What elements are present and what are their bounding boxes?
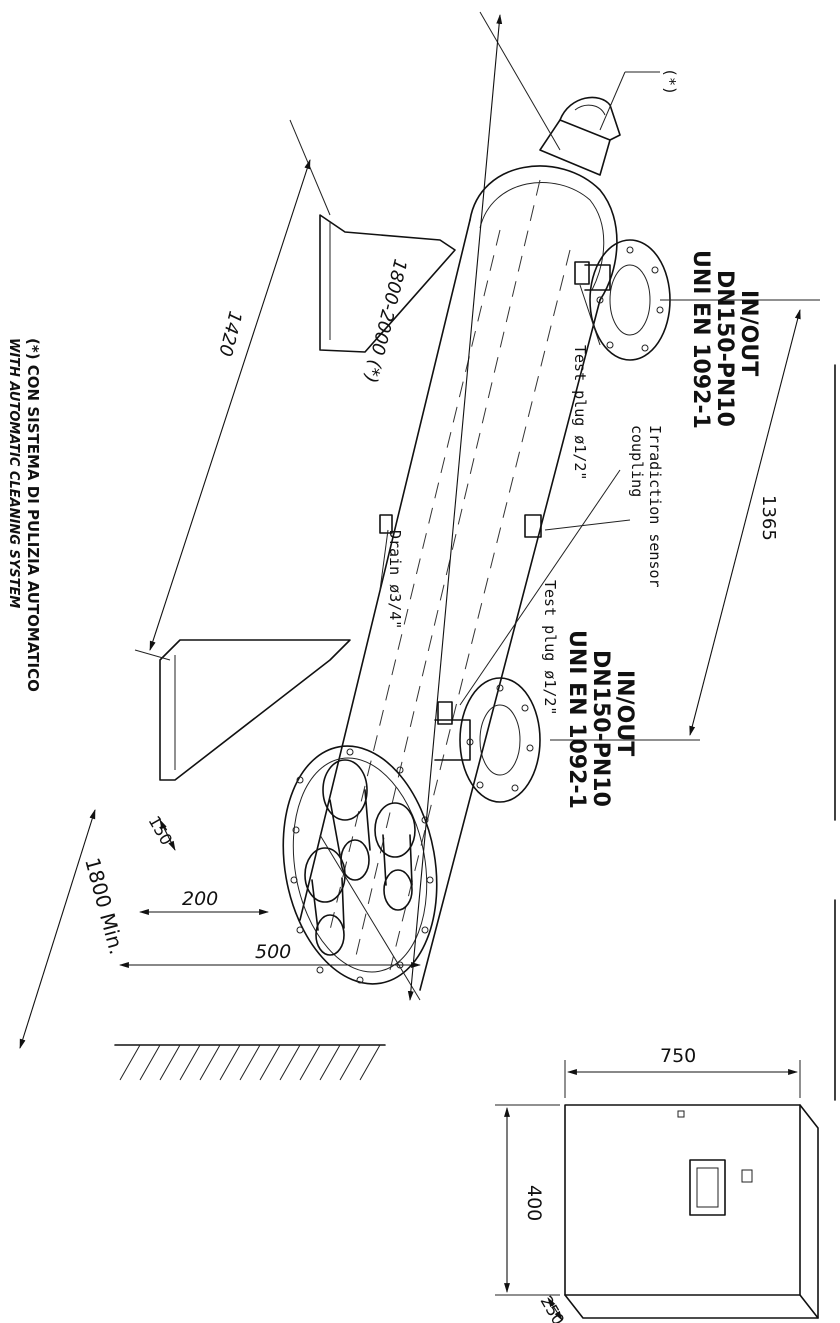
dimension-panel-height-label: 400 xyxy=(523,1185,545,1221)
dimension-length-main xyxy=(319,11,561,1001)
asterisk-tag: (*) xyxy=(661,68,679,95)
dimension-length-flanges xyxy=(550,299,820,741)
svg-text:UNI EN 1092-1: UNI EN 1092-1 xyxy=(564,630,589,809)
leader-lines xyxy=(379,71,660,706)
uv-reactor-body xyxy=(299,165,618,991)
test-plug-top-label: Test plug ø1/2" xyxy=(571,345,589,480)
test-plug-top xyxy=(574,261,590,285)
dimension-200-label: 200 xyxy=(182,888,218,910)
drain-label: Drain ø3/4" xyxy=(386,530,404,629)
support-bottom xyxy=(159,639,351,781)
dimension-panel-depth-label: 250 xyxy=(537,1293,569,1323)
dimension-height-min xyxy=(19,809,96,1049)
dimension-500-label: 500 xyxy=(255,941,291,963)
dimension-panel-width-label: 750 xyxy=(660,1045,696,1067)
inlet-top-label: IN/OUT DN150-PN10 UNI EN 1092-1 xyxy=(688,250,761,429)
floor-hatch xyxy=(114,1044,386,1081)
dimension-height-min-label: 1800 Min. xyxy=(80,855,129,957)
dimension-length-main-label: 1800-2000 (*) xyxy=(359,257,410,385)
sensor-coupling xyxy=(524,514,542,538)
flange-bottom xyxy=(434,677,541,803)
svg-text:WITH AUTOMATIC CLEANING SYSTEM: WITH AUTOMATIC CLEANING SYSTEM xyxy=(6,338,21,608)
inlet-bottom-label: IN/OUT DN150-PN10 UNI EN 1092-1 xyxy=(564,630,637,809)
dimension-panel-width xyxy=(564,1060,801,1098)
irradiation-label: Irradiction sensor coupling xyxy=(628,425,664,588)
svg-text:UNI EN 1092-1: UNI EN 1092-1 xyxy=(688,250,713,429)
flange-top xyxy=(584,239,671,361)
test-plug-bottom-label: Test plug ø1/2" xyxy=(541,580,559,715)
svg-text:DN150-PN10: DN150-PN10 xyxy=(588,650,613,807)
dimension-length-support xyxy=(134,119,331,661)
svg-text:coupling: coupling xyxy=(628,425,646,497)
end-plate xyxy=(282,745,438,985)
dimension-length-support-label: 1420 xyxy=(214,309,245,359)
dimension-length-flanges-label: 1365 xyxy=(758,495,779,541)
drain-fitting xyxy=(379,514,393,534)
svg-text:Irradiction sensor: Irradiction sensor xyxy=(646,425,664,588)
lamp-sleeve xyxy=(304,847,346,956)
svg-text:(*) CON SISTEMA DI PULIZIA AUT: (*) CON SISTEMA DI PULIZIA AUTOMATICO xyxy=(24,338,42,692)
dimension-panel-depth xyxy=(547,1297,563,1321)
svg-text:DN150-PN10: DN150-PN10 xyxy=(712,270,737,427)
dimension-panel-height xyxy=(495,1104,560,1296)
svg-text:IN/OUT: IN/OUT xyxy=(612,670,637,756)
dimension-150 xyxy=(159,819,176,851)
control-panel xyxy=(564,1104,819,1319)
cleaning-motor xyxy=(539,96,621,176)
footnote: (*) CON SISTEMA DI PULIZIA AUTOMATICO WI… xyxy=(6,338,42,692)
svg-text:IN/OUT: IN/OUT xyxy=(736,290,761,376)
